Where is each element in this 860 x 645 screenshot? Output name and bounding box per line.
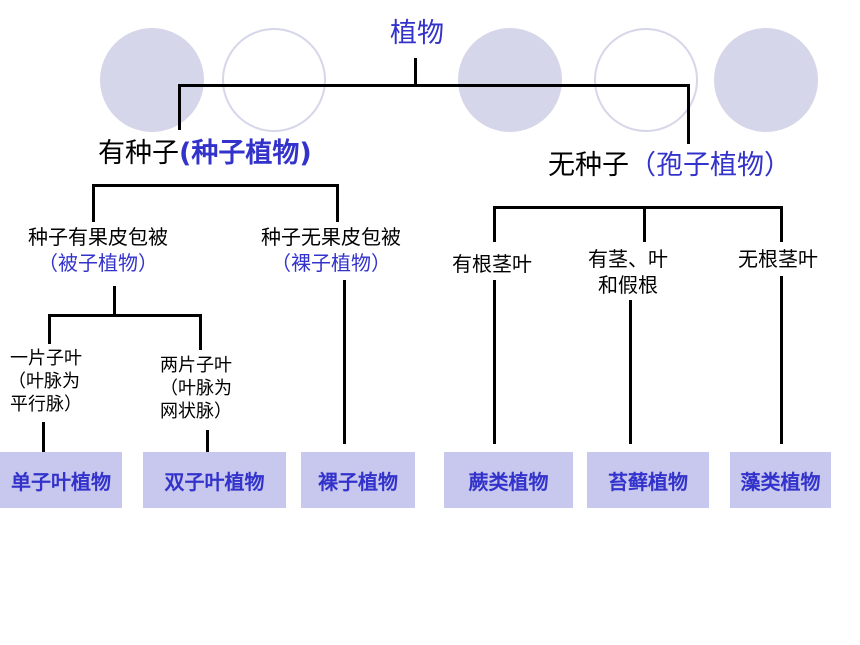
gymno-drop	[336, 184, 339, 222]
fern-char: 有根茎叶	[452, 252, 532, 276]
monocot-box: 单子叶植物	[0, 452, 122, 508]
fern-box: 蕨类植物	[444, 452, 573, 508]
moss-char-line2: 和假根	[598, 273, 658, 297]
moss-char-line1: 有茎、叶	[588, 247, 668, 271]
algae-box: 藻类植物	[730, 452, 831, 508]
gymno-name: （裸子植物）	[271, 251, 391, 275]
decor-circle-4	[594, 28, 698, 132]
dicot-box: 双子叶植物	[143, 452, 286, 508]
spore-branch	[493, 206, 783, 209]
mono-line3: 平行脉）	[10, 394, 82, 415]
root-label: 植物	[390, 18, 444, 49]
spore-plants-heading: 无种子（孢子植物）	[548, 150, 791, 181]
root-branch	[178, 84, 690, 87]
fern-line	[493, 280, 496, 444]
angio-stem	[113, 286, 116, 316]
spore-label: 无种子	[548, 150, 629, 181]
seed-plants-heading: 有种子(种子植物)	[98, 138, 312, 169]
dicot-line3: 网状脉）	[160, 401, 232, 422]
dicot-drop	[199, 314, 202, 350]
moss-line	[629, 300, 632, 444]
fern-drop	[493, 206, 496, 242]
root-stem	[414, 58, 417, 86]
angio-branch	[48, 314, 202, 317]
gymno-char: 种子无果皮包被	[261, 225, 401, 249]
algae-char: 无根茎叶	[738, 247, 818, 271]
moss-box: 苔藓植物	[587, 452, 709, 508]
decor-circle-2	[222, 28, 326, 132]
seed-drop	[178, 84, 181, 130]
algae-line	[780, 276, 783, 444]
dicot-line2: （叶脉为	[160, 378, 232, 399]
decor-circle-1	[100, 28, 204, 132]
decor-circle-5	[714, 28, 818, 132]
moss-drop	[643, 206, 646, 242]
mono-line1: 一片子叶	[10, 348, 82, 369]
decor-circle-3	[458, 28, 562, 132]
seed-label: 有种子	[98, 138, 179, 169]
seed-branch	[92, 184, 339, 187]
mono-drop	[48, 314, 51, 344]
dicot-line	[206, 430, 209, 452]
spore-drop	[687, 84, 690, 144]
gymnosperm-box: 裸子植物	[301, 452, 415, 508]
mono-line2: （叶脉为	[8, 371, 80, 392]
angio-name: （被子植物）	[38, 251, 158, 275]
gymno-line	[343, 280, 346, 444]
angio-drop	[92, 184, 95, 222]
algae-drop	[780, 206, 783, 242]
spore-sub-label: （孢子植物）	[629, 150, 791, 181]
seed-sub-label: (种子植物)	[179, 138, 312, 169]
angio-char: 种子有果皮包被	[28, 225, 168, 249]
mono-line	[42, 422, 45, 452]
dicot-line1: 两片子叶	[160, 355, 232, 376]
